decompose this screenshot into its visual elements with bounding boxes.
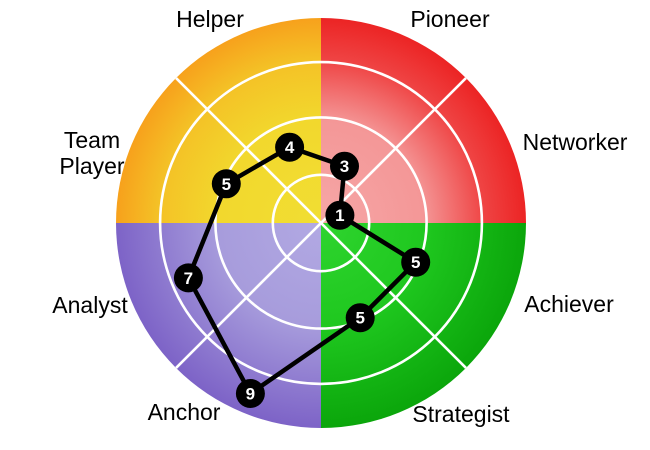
axis-label-achiever: Achiever — [524, 291, 614, 317]
data-node-anchor: 9 — [235, 379, 265, 408]
data-node-achiever: 5 — [401, 247, 431, 277]
data-node-value: 3 — [340, 157, 349, 176]
data-node-value: 5 — [222, 175, 231, 194]
data-node-value: 5 — [411, 253, 420, 272]
grid-ring — [158, 60, 484, 386]
data-node-value: 1 — [335, 206, 344, 225]
data-node-strategist: 5 — [345, 303, 375, 333]
axis-label-anchor: Anchor — [148, 399, 221, 425]
data-node-circle — [211, 169, 241, 199]
data-node-circle — [330, 151, 359, 181]
axis-label-pioneer: Pioneer — [410, 6, 490, 32]
data-node-circle — [401, 247, 431, 277]
axis-label-networker: Networker — [523, 129, 628, 155]
data-node-value: 4 — [285, 138, 295, 157]
grid-ring — [271, 173, 371, 273]
axis-label-analyst: Analyst — [52, 292, 128, 318]
data-node-circle — [173, 263, 203, 293]
data-node-value: 7 — [184, 269, 193, 288]
axis-label-strategist: Strategist — [412, 401, 510, 427]
grid-diagonal-line — [175, 77, 467, 369]
axis-label-helper: Helper — [176, 6, 244, 32]
grid-ring — [214, 116, 428, 330]
data-node-helper: 4 — [275, 132, 305, 162]
data-node-value: 9 — [246, 385, 255, 404]
data-node-analyst: 7 — [173, 263, 203, 293]
data-node-team-player: 5 — [211, 169, 241, 199]
data-node-circle — [235, 379, 265, 408]
data-node-circle — [345, 303, 375, 333]
data-node-circle — [275, 132, 305, 162]
data-node-pioneer: 3 — [330, 151, 359, 181]
data-node-networker: 1 — [325, 200, 355, 230]
data-node-value: 5 — [355, 309, 364, 328]
data-node-circle — [325, 200, 355, 230]
